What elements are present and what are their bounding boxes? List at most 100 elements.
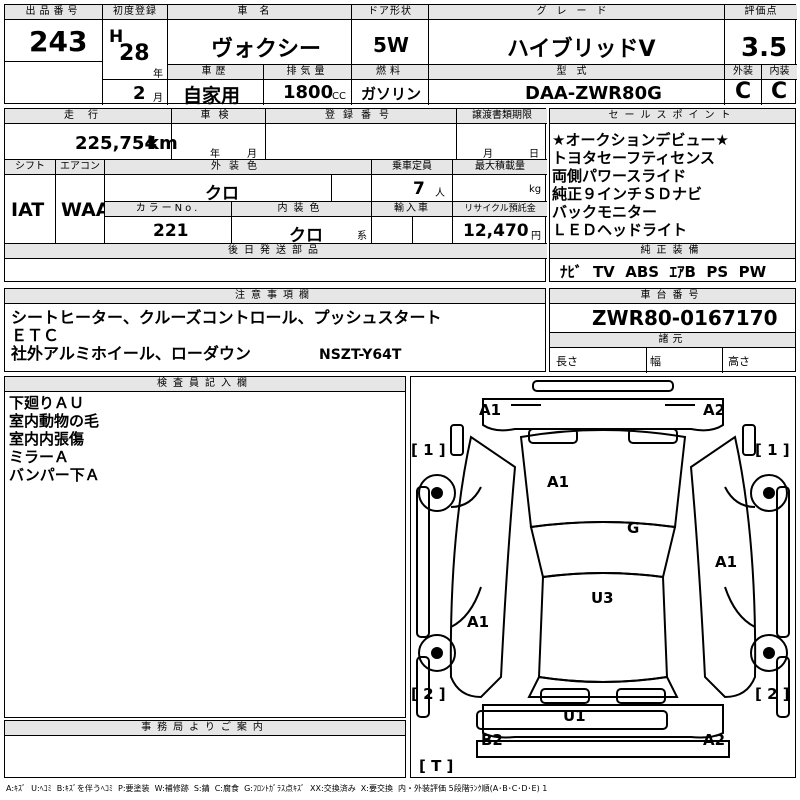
label-rear-right: A2 [703, 731, 726, 749]
capacity: 7 [413, 179, 425, 199]
aircon-label: エアコン [56, 160, 104, 175]
office-label: 事務局よりご案内 [5, 721, 405, 736]
inspector-line: ミラーＡ [9, 448, 70, 466]
ext-color-label: 外装色 [105, 160, 371, 175]
mark-bottom-right: [ 2 ] [755, 685, 790, 703]
later-parts-label: 後日発送部品 [5, 244, 547, 259]
int-color: クロ [289, 226, 323, 246]
chassis-section: 車台番号 ZWR80-0167170 諸元 長さ 幅 高さ [549, 288, 796, 373]
genuine-equipment-items: ﾅﾋﾞ TV ABS ｴｱB PS PW [560, 263, 767, 281]
grade-label: グレード [429, 5, 724, 20]
sales-point: ★オークションデビュー★ [552, 131, 729, 149]
door-label: ドア形状 [352, 5, 428, 20]
note-line: 社外アルミホイール、ローダウン [11, 344, 251, 363]
mark-bottom-left: [ 2 ] [411, 685, 446, 703]
recycle-unit: 円 [531, 231, 541, 242]
inspector-line: 下廻りＡＵ [9, 394, 85, 412]
load-label: 最大積載量 [453, 160, 547, 175]
model-label: 型式 [429, 65, 724, 80]
sales-points-section: セールスポイント ★オークションデビュー★ トヨタセーフティセンス 両側パワース… [549, 108, 796, 282]
fuel: ガソリン [361, 85, 422, 103]
mark-top-right: [ 1 ] [755, 441, 790, 459]
inspector-label: 検査員記入欄 [5, 377, 405, 392]
color-no-label: カラーNo. [105, 202, 231, 217]
recycle-label: リサイクル預託金 [453, 202, 547, 217]
transfer-month-unit: 月 [483, 149, 493, 160]
sales-point: バックモニター [552, 203, 658, 221]
first-reg-month: 2 [133, 83, 146, 104]
month-unit: 月 [153, 93, 163, 104]
aircon: WAA [61, 199, 111, 221]
int-color-label: 内装色 [232, 202, 371, 217]
header-section: 出品番号 243 初度登録 H 28 年 2 月 車名 ヴォクシー 車歴 排気量… [4, 4, 797, 107]
lot-no-label: 出品番号 [5, 5, 102, 20]
exterior: C [735, 79, 752, 104]
capacity-label: 乗車定員 [372, 160, 452, 175]
first-reg-label: 初度登録 [103, 5, 167, 20]
first-reg-year: 28 [119, 41, 150, 66]
label-roof: G [627, 519, 640, 537]
inspection-label: 車検 [172, 109, 265, 124]
door: 5W [373, 33, 409, 57]
displacement-unit: CC [332, 91, 346, 102]
inspector-line: バンパー下Ａ [9, 466, 100, 484]
chassis-label: 車台番号 [550, 289, 795, 304]
grade: ハイブリッドV [507, 37, 656, 62]
registration-label: 登録番号 [266, 109, 456, 124]
notes-label: 注意事項欄 [5, 289, 545, 304]
interior: C [771, 79, 788, 104]
displacement: 1800 [283, 82, 334, 103]
sales-point: ＬＥＤヘッドライト [552, 221, 688, 239]
office-section: 事務局よりご案内 [4, 720, 406, 778]
score: 3.5 [741, 33, 788, 63]
car-name-label: 車名 [168, 5, 351, 20]
mileage-unit: km [147, 133, 178, 154]
legend: A:ｷｽﾞ U:ﾍｺﾐ B:ｷｽﾞを伴うﾍｺﾐ P:要塗装 W:補修跡 S:錆 … [6, 784, 548, 793]
label-rear-left: B2 [481, 731, 503, 749]
label-hood: A1 [547, 473, 570, 491]
label-front-right: A2 [703, 401, 726, 419]
load-unit: kg [529, 184, 542, 195]
note-line: シートヒーター、クルーズコントロール、プッシュスタート [11, 308, 442, 327]
genuine-equipment-label: 純正装備 [550, 244, 795, 259]
mileage-label: 走行 [5, 109, 171, 124]
dims-label: 諸元 [550, 333, 795, 348]
capacity-unit: 人 [435, 188, 445, 199]
label-right-side: A1 [715, 553, 738, 571]
length-label: 長さ [556, 355, 578, 368]
displacement-label: 排気量 [264, 65, 351, 80]
transfer-label: 譲渡書類期限 [457, 109, 547, 124]
label-rear-bumper: U1 [563, 707, 586, 725]
sales-point: トヨタセーフティセンス [552, 149, 715, 167]
sales-point: 両側パワースライド [552, 167, 687, 185]
ext-color: クロ [205, 184, 239, 204]
notes-code: NSZT-Y64T [319, 347, 402, 363]
label-front-left: A1 [479, 401, 502, 419]
chassis-number: ZWR80-0167170 [592, 306, 778, 330]
damage-diagram: A1 A2 A1 G A1 U3 A1 U1 B2 A2 [ 1 ] [ 1 ]… [410, 376, 796, 778]
inspection-month-unit: 月 [247, 149, 257, 160]
height-label: 高さ [728, 355, 750, 368]
notes-section: 注意事項欄 シートヒーター、クルーズコントロール、プッシュスタート ＥＴＣ 社外… [4, 288, 546, 372]
int-color-unit: 系 [357, 231, 367, 242]
shift: IAT [11, 199, 45, 221]
shift-label: シフト [5, 160, 55, 175]
note-line: ＥＴＣ [11, 326, 60, 345]
year-unit: 年 [153, 69, 163, 80]
mark-top-left: [ 1 ] [411, 441, 446, 459]
car-outline-diagram [416, 380, 790, 758]
fuel-label: 燃料 [352, 65, 428, 80]
mileage: 225,754 [75, 133, 157, 154]
color-no: 221 [153, 221, 189, 241]
history: 自家用 [183, 85, 241, 107]
car-name: ヴォクシー [211, 37, 322, 62]
era-mark: H [109, 27, 124, 47]
width-label: 幅 [650, 355, 661, 368]
transfer-day-unit: 日 [529, 149, 539, 160]
vehicle-details-section: 走行 225,754 km 車検 年 月 登録番号 譲渡書類期限 月 日 シフト… [4, 108, 547, 282]
inspector-line: 室内内張傷 [9, 430, 85, 448]
interior-label: 内装 [762, 65, 797, 80]
inspector-section: 検査員記入欄 下廻りＡＵ 室内動物の毛 室内内張傷 ミラーＡ バンパー下Ａ [4, 376, 406, 718]
recycle: 12,470 [463, 221, 529, 241]
label-left-side: A1 [467, 613, 490, 631]
